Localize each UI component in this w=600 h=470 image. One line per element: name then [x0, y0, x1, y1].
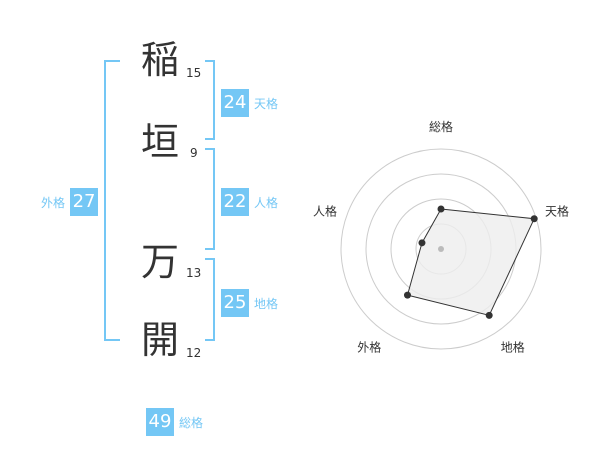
stroke-count-4: 12	[186, 346, 202, 360]
radar-point	[485, 311, 493, 319]
radar-point	[437, 205, 445, 213]
given-char-1: 万	[140, 240, 179, 284]
jinkaku-score: 22 人格	[221, 188, 278, 216]
soukaku-value: 49	[146, 408, 174, 436]
radar-point	[418, 239, 426, 247]
radar-ring	[340, 148, 542, 350]
soukaku-score: 49 総格	[146, 408, 203, 436]
gaikaku-bracket	[104, 60, 120, 341]
chikaku-bracket	[205, 258, 215, 341]
jinkaku-label: 人格	[254, 195, 279, 210]
stroke-count-2: 9	[190, 146, 198, 160]
stroke-count-3: 13	[186, 266, 202, 280]
radar-axis-label: 人格	[313, 203, 337, 218]
tenkaku-score: 24 天格	[221, 89, 278, 117]
radar-point	[403, 291, 411, 299]
gaikaku-label: 外格	[41, 195, 66, 210]
radar-axis-label: 外格	[357, 340, 381, 355]
surname-char-2: 垣	[140, 120, 179, 164]
tenkaku-label: 天格	[254, 96, 279, 111]
chikaku-label: 地格	[254, 296, 279, 311]
radar-center	[438, 246, 444, 252]
tenkaku-value: 24	[221, 89, 249, 117]
radar-axis-label: 天格	[545, 203, 569, 218]
surname-char-1: 稲	[140, 38, 179, 82]
radar-point	[530, 215, 538, 223]
given-char-2: 開	[140, 318, 179, 362]
jinkaku-bracket	[205, 148, 215, 250]
radar-axis-label: 総格	[429, 119, 453, 134]
tenkaku-bracket	[205, 60, 215, 140]
chikaku-score: 25 地格	[221, 289, 278, 317]
chikaku-value: 25	[221, 289, 249, 317]
radar-axis-label: 地格	[501, 340, 525, 355]
jinkaku-value: 22	[221, 188, 249, 216]
radar-area	[406, 208, 535, 316]
gaikaku-value: 27	[70, 188, 99, 216]
gaikaku-score: 外格 27	[41, 188, 99, 216]
stroke-count-1: 15	[186, 66, 202, 80]
soukaku-label: 総格	[179, 415, 204, 430]
radar-points	[403, 205, 538, 319]
